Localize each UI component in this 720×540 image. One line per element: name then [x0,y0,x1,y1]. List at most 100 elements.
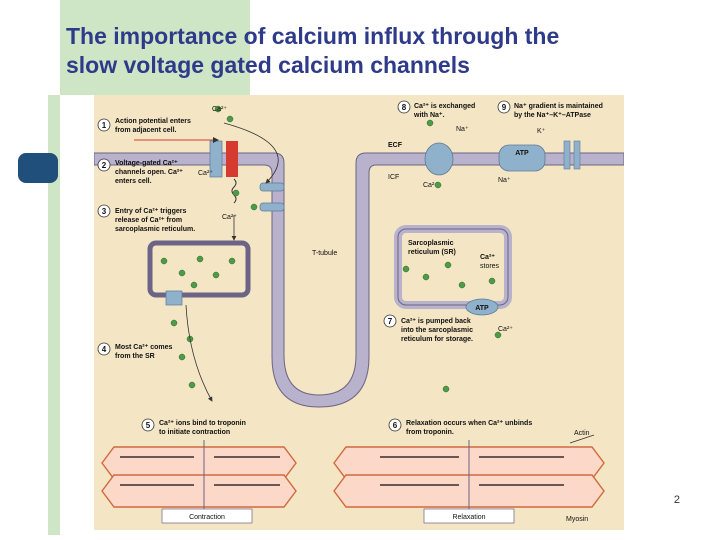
ryanodine-receptor-top [259,182,285,192]
step-number: 3 [102,207,107,216]
step-badge [141,418,155,432]
na-out-label: Na⁺ [456,126,469,133]
calcium-ion [188,381,196,389]
step-number: 6 [393,421,398,430]
step-text-line: Ca²⁺ is pumped back [401,318,471,325]
step-text-line: into the sarcoplasmic [401,327,473,334]
step-badge [97,342,111,356]
calcium-ion [488,277,496,285]
step-badge [97,118,111,132]
calcium-ion [196,255,204,263]
calcium-ion [434,181,442,189]
ryanodine-receptor-bottom [259,202,285,212]
step-number: 2 [102,161,107,170]
ca-channel-label: Ca²⁺ [198,170,213,177]
calcium-ion [178,269,186,277]
step-text-line: from troponin. [406,429,454,436]
ca-top-label: Ca²⁺ [212,106,227,113]
calcium-ion [212,271,220,279]
calcium-ion [214,105,222,113]
step-2: 2 Voltage-gated Ca²⁺ channels open. Ca²⁺… [97,158,183,185]
step-6: 6 Relaxation occurs when Ca²⁺ unbinds fr… [388,418,532,436]
step-text-line: by the Na⁺–K⁺–ATPase [514,112,591,119]
calcium-ion [178,353,186,361]
ca-sr-label: Ca²⁺ [222,214,237,221]
step-text-line: Voltage-gated Ca²⁺ [115,160,178,167]
stores-label-line1: Ca²⁺ [480,254,495,261]
step-text-line: from the SR [115,353,155,360]
myofibril-contraction [101,440,297,513]
step-text-line: channels open. Ca²⁺ [115,169,183,176]
step-number: 4 [102,345,107,354]
ca-pump-label: Ca²⁺ [498,326,513,333]
calcium-ion [170,319,178,327]
calcium-ion [250,203,258,211]
calcium-ion [232,189,240,197]
sarcomere-contraction-top [101,446,297,480]
t-tubule-label: T-tubule [312,250,337,257]
membrane-channel-right-a [563,140,571,170]
channel-gate-squiggle [231,178,237,204]
icf-label: ICF [388,174,399,181]
sr-release-channel [165,290,183,306]
step-text-line: to initiate contraction [159,429,230,436]
step-1: 1 Action potential enters from adjacent … [97,118,191,134]
step-text-line: Na⁺ gradient is maintained [514,103,603,110]
sr-right-outline [397,228,509,306]
myosin-heads [120,456,564,486]
step-text-line: from adjacent cell. [115,127,177,134]
na-in-label: Na⁺ [498,177,511,184]
step-4: 4 Most Ca²⁺ comes from the SR [97,342,172,360]
step-badge [97,158,111,172]
step-text-line: sarcoplasmic reticulum. [115,226,195,233]
ca-exchanger-label: Ca²⁺ [423,182,438,189]
title-accent-block [60,0,250,95]
step-text-line: Most Ca²⁺ comes [115,344,172,351]
step-number: 8 [402,103,407,112]
sr-calcium-pump [465,298,499,316]
calcium-ion [458,281,466,289]
ca-to-troponin-arrow [185,304,213,402]
step-8: 8 Ca²⁺ is exchanged with Na⁺. [397,100,475,119]
left-accent-strip [48,95,60,535]
sarcomere-contraction-bottom [101,474,297,508]
ca-entry-arrow [223,122,279,184]
calcium-ion [426,119,434,127]
sodium-potassium-pump [498,144,546,172]
calcium-ion [160,257,168,265]
contraction-box [161,508,253,524]
step-text-line: Ca²⁺ ions bind to troponin [159,420,246,427]
calcium-ion [494,331,502,339]
calcium-ion [402,265,410,273]
calcium-ions [160,105,502,393]
sr-label-line2: reticulum (SR) [408,249,456,256]
calcium-channel-open [226,141,238,177]
blue-tab-decoration [18,153,58,183]
step-text-line: Relaxation occurs when Ca²⁺ unbinds [406,420,532,427]
step-9: 9 Na⁺ gradient is maintained by the Na⁺–… [497,100,603,119]
step-number: 5 [146,421,151,430]
step-number: 7 [388,317,393,326]
step-text-line: reticulum for storage. [401,336,473,343]
step-badge [97,204,111,218]
atp-label-top: ATP [515,150,529,157]
calcium-ion [228,257,236,265]
myosin-label: Myosin [566,516,588,523]
slide-title: The importance of calcium influx through… [66,23,560,78]
calcium-ion [444,261,452,269]
atp-label-pump: ATP [475,305,489,312]
slide-number: 2 [673,494,680,506]
calcium-diagram: ECF ICF ATP Na⁺ K⁺ Na⁺ Ca²⁺ T-tubule Sar… [94,95,624,530]
calcium-ion [422,273,430,281]
myofibril-relaxation [333,440,605,513]
step-text-line: enters cell. [115,178,152,185]
step-number: 9 [502,103,507,112]
sarcoplasmic-reticulum-left [147,240,251,298]
step-text-line: with Na⁺. [413,112,445,119]
actin-pointer [569,434,595,444]
step-number: 1 [102,121,107,130]
step-text-line: Ca²⁺ is exchanged [414,103,475,110]
contraction-label: Contraction [189,514,225,521]
k-plus-label: K⁺ [537,128,546,135]
actin-label: Actin [574,430,590,437]
